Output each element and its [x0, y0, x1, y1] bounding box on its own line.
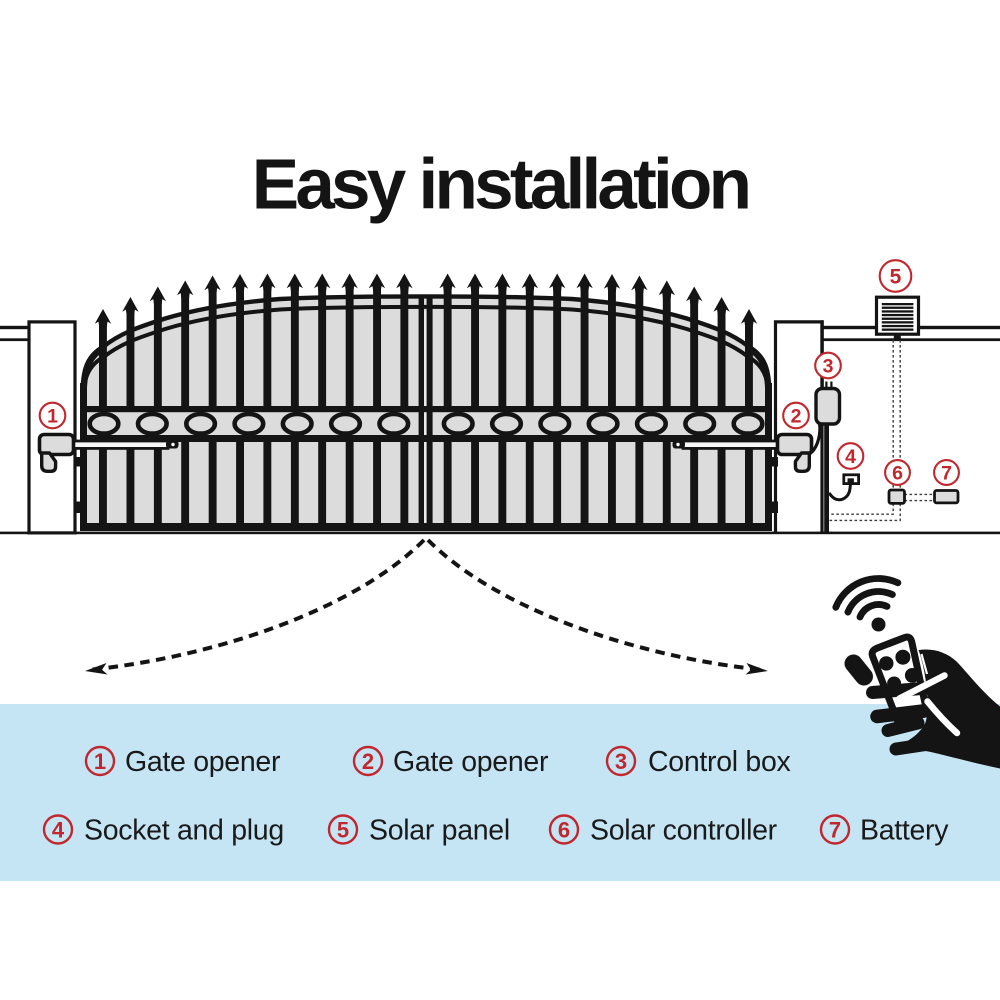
svg-text:4: 4 — [845, 446, 856, 468]
svg-text:Easy installation: Easy installation — [252, 146, 749, 225]
svg-text:1: 1 — [47, 405, 58, 427]
svg-text:6: 6 — [558, 817, 570, 842]
svg-text:7: 7 — [829, 817, 841, 842]
svg-text:1: 1 — [94, 749, 106, 774]
svg-text:7: 7 — [941, 462, 952, 484]
svg-text:2: 2 — [362, 749, 374, 774]
svg-text:5: 5 — [337, 817, 349, 842]
svg-text:5: 5 — [890, 266, 902, 289]
svg-text:Solar controller: Solar controller — [590, 815, 778, 847]
svg-text:Socket and plug: Socket and plug — [84, 815, 284, 847]
svg-text:Gate opener: Gate opener — [393, 746, 549, 778]
svg-text:Gate opener: Gate opener — [125, 746, 281, 778]
svg-text:Solar panel: Solar panel — [369, 815, 510, 847]
svg-text:6: 6 — [892, 462, 903, 484]
svg-text:Battery: Battery — [860, 815, 949, 847]
svg-text:3: 3 — [823, 355, 834, 377]
svg-text:2: 2 — [791, 405, 802, 427]
svg-text:3: 3 — [615, 749, 627, 774]
svg-text:4: 4 — [52, 817, 65, 842]
svg-text:Control box: Control box — [648, 746, 790, 778]
